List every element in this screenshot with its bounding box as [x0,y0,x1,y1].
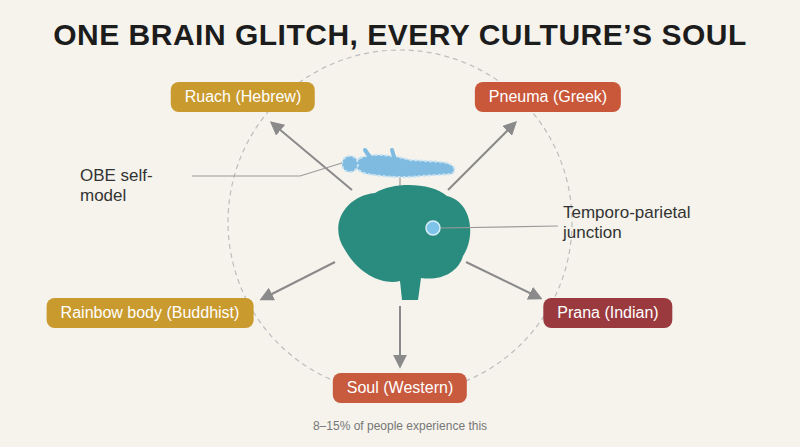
title: ONE BRAIN GLITCH, EVERY CULTURE’S SOUL [0,18,800,52]
caption: 8–15% of people experience this [0,419,800,433]
culture-pill: Prana (Indian) [543,298,672,328]
callout-label: Temporo-parietal junction [563,203,703,243]
brain [338,185,470,300]
culture-pill: Rainbow body (Buddhist) [47,298,254,328]
arrow [262,262,335,299]
floating-figure [342,150,454,177]
arrow [272,123,352,190]
arrow [466,262,540,298]
pill-label: Rainbow body (Buddhist) [61,304,240,322]
culture-pill: Pneuma (Greek) [475,82,621,112]
leader-line [441,226,558,228]
pill-label: Pneuma (Greek) [489,88,607,106]
culture-pill: Soul (Western) [333,373,467,403]
culture-pill: Ruach (Hebrew) [171,82,315,112]
pill-label: Soul (Western) [347,379,453,397]
callout-label: OBE self-model [80,166,190,206]
arrow [448,123,515,190]
leader-line [192,163,342,176]
pill-label: Ruach (Hebrew) [185,88,301,106]
tpj-dot [426,221,440,235]
pill-label: Prana (Indian) [557,304,658,322]
arrow [399,306,401,366]
